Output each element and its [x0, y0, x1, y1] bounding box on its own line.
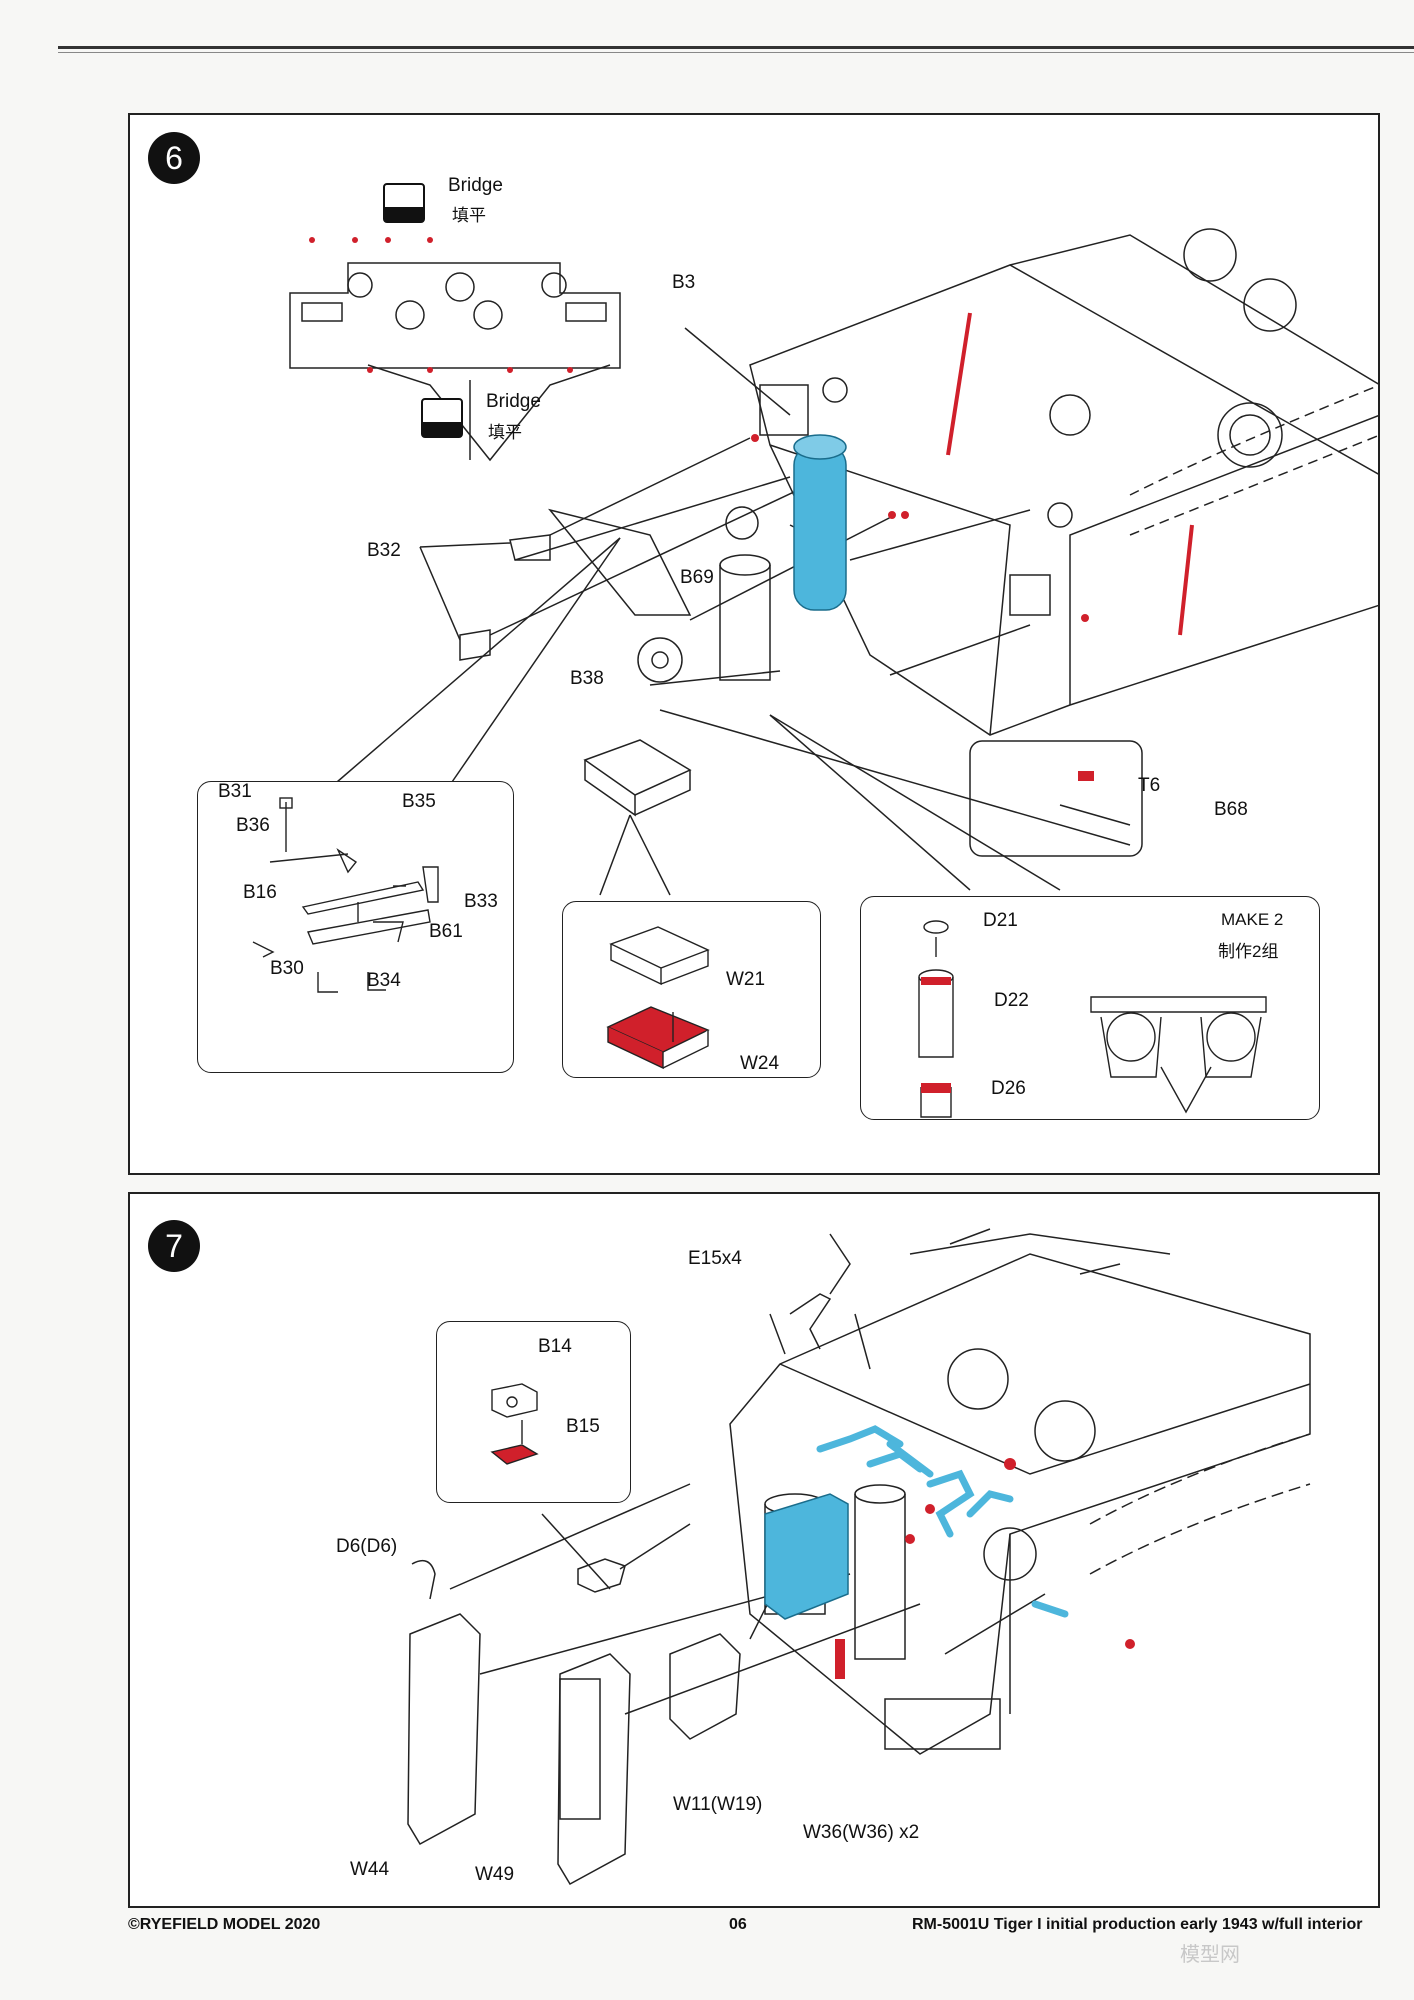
label-b30: B30: [270, 958, 304, 979]
label-b15: B15: [566, 1416, 600, 1437]
clamp-highlight: [764, 1493, 849, 1620]
top-rule: [58, 46, 1414, 49]
step-7-drawing: [407, 1228, 1311, 1886]
label-w24: W24: [740, 1053, 780, 1074]
label-e15: E15x4: [688, 1248, 742, 1269]
bridge-top-label: Bridge: [448, 175, 503, 196]
bridge-icon: [383, 183, 425, 223]
footer-copyright: ©RYEFIELD MODEL 2020: [128, 1916, 321, 1933]
label-d22: D22: [994, 990, 1029, 1011]
label-b14: B14: [538, 1336, 572, 1357]
d-parts-drawing: [918, 920, 1267, 1118]
label-d21: D21: [983, 910, 1018, 931]
callout-b32-drawing: [252, 797, 439, 993]
label-w11: W11(W19): [673, 1794, 763, 1815]
step-6-panel: 6 Bridge 填平 Bridge 填平 B3 B32 B69 B38 T6 …: [128, 113, 1380, 1175]
label-b32: B32: [367, 540, 401, 561]
label-b69: B69: [680, 567, 714, 588]
label-b34: B34: [367, 970, 401, 991]
label-b61: B61: [429, 921, 463, 942]
bridge-top-cn: 填平: [452, 206, 486, 225]
callout-b14-b15: [436, 1321, 631, 1503]
label-w36: W36(W36) x2: [803, 1822, 920, 1843]
watermark: 模型网: [1180, 1944, 1240, 1966]
page-number: 06: [729, 1916, 747, 1933]
label-b36: B36: [236, 815, 270, 836]
bridge-bottom-label: Bridge: [486, 391, 541, 412]
label-d26: D26: [991, 1078, 1026, 1099]
label-b38: B38: [570, 668, 604, 689]
make-2-cn: 制作2组: [1218, 942, 1279, 961]
b14-b15-drawing: [490, 1383, 539, 1465]
label-b35: B35: [402, 791, 436, 812]
label-b33: B33: [464, 891, 498, 912]
hull-plate-top: [289, 262, 621, 369]
callout-d-parts: [860, 896, 1320, 1120]
callout-b32-detail: [197, 781, 514, 1073]
label-b68: B68: [1214, 799, 1248, 820]
label-b16: B16: [243, 882, 277, 903]
ammo-box-drawing: [606, 926, 710, 1070]
make-2-label: MAKE 2: [1221, 910, 1284, 929]
label-w44: W44: [350, 1859, 390, 1880]
bridge-icon: [421, 398, 463, 438]
label-t6: T6: [1138, 775, 1161, 796]
step-6-number: 6: [148, 132, 200, 184]
step-7-number: 7: [148, 1220, 200, 1272]
label-w49: W49: [475, 1864, 515, 1885]
label-b31: B31: [218, 781, 252, 802]
step-6-drawing: [289, 228, 1378, 896]
top-rule-thin: [58, 52, 1414, 53]
fuel-tank-highlight: [793, 434, 847, 611]
footer-title: RM-5001U Tiger I initial production earl…: [912, 1916, 1363, 1933]
label-d6: D6(D6): [336, 1536, 398, 1557]
bridge-bottom-cn: 填平: [488, 423, 522, 442]
callout-ammo-box: [562, 901, 821, 1078]
label-w21: W21: [726, 969, 766, 990]
hull-body-step7: [729, 1253, 1311, 1755]
step-7-panel: 7 E15x4 B14 B15 D6(D6) W44 W49 W11(W19) …: [128, 1192, 1380, 1908]
label-b3: B3: [672, 272, 696, 293]
